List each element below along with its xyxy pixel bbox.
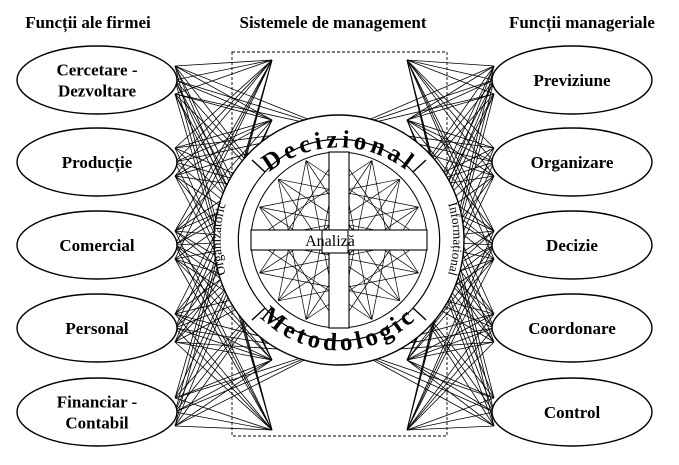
- firm-function-label: Personal: [65, 319, 129, 338]
- connection-line: [174, 59, 273, 95]
- firm-function-ellipse: [16, 210, 178, 280]
- subsystem-organizational-label: Organizatoric: [209, 200, 229, 277]
- connection-line: [174, 59, 273, 246]
- connection-line: [357, 351, 495, 427]
- managerial-function-node: Control: [491, 377, 653, 447]
- connection-line: [406, 59, 495, 246]
- managerial-functions-column: PreviziuneOrganizareDecizieCoordonareCon…: [491, 45, 653, 447]
- connection-line: [406, 359, 495, 427]
- firm-function-ellipse: [16, 377, 178, 447]
- managerial-function-node: Coordonare: [491, 293, 653, 363]
- managerial-function-label: Decizie: [546, 236, 598, 255]
- connection-line: [406, 79, 495, 121]
- firm-function-node: Cercetare - Dezvoltare: [16, 45, 178, 115]
- firm-function-node: Financiar - Contabil: [16, 377, 178, 447]
- managerial-function-ellipse: [491, 377, 653, 447]
- connection-line: [406, 59, 495, 149]
- managerial-function-ellipse: [491, 210, 653, 280]
- ring-divider: [251, 307, 266, 321]
- connection-line: [174, 119, 273, 163]
- connection-line: [174, 119, 273, 149]
- subsystems-wheel: Analiză Decizional Metodologic Organizat…: [209, 114, 465, 366]
- connection-line: [174, 59, 273, 260]
- connection-line: [406, 258, 495, 361]
- center-box: [321, 229, 349, 254]
- managerial-function-label: Previziune: [533, 71, 611, 90]
- connection-line: [174, 79, 273, 121]
- connection-line: [406, 119, 495, 149]
- ring-divider: [412, 159, 427, 173]
- connection-line: [406, 59, 495, 232]
- managerial-function-ellipse: [491, 45, 653, 115]
- firm-function-label: Dezvoltare: [58, 82, 136, 101]
- connection-line: [406, 59, 495, 260]
- connection-line: [174, 59, 273, 149]
- connection-line: [406, 59, 495, 177]
- managerial-function-ellipse: [491, 293, 653, 363]
- firm-functions-column: Cercetare - DezvoltareProducțieComercialP…: [16, 45, 178, 447]
- connection-line: [406, 119, 495, 177]
- subsystem-informational-label: Informațional: [445, 200, 465, 278]
- managerial-function-label: Control: [544, 403, 601, 422]
- connection-line: [174, 258, 273, 361]
- ring-divider: [412, 307, 427, 321]
- firm-function-label: Contabil: [65, 414, 129, 433]
- firm-function-ellipse: [16, 293, 178, 363]
- connection-line: [174, 351, 321, 399]
- connection-line: [406, 59, 495, 67]
- inner-mesh-line: [338, 153, 419, 274]
- firm-function-label: Financiar -: [57, 393, 138, 412]
- connection-line: [174, 351, 321, 427]
- connection-line: [406, 119, 495, 232]
- connection-line: [406, 59, 495, 81]
- ring-divider: [251, 159, 266, 173]
- connection-line: [174, 59, 273, 81]
- managerial-function-node: Organizare: [491, 127, 653, 197]
- managerial-function-label: Organizare: [531, 153, 614, 172]
- connection-line: [174, 59, 273, 163]
- connection-line: [406, 119, 495, 163]
- firm-function-node: Personal: [16, 293, 178, 363]
- connection-line: [174, 59, 273, 177]
- header-managerial-functions: Funcții manageriale: [509, 13, 655, 33]
- managerial-function-ellipse: [491, 127, 653, 197]
- header-firm-functions: Funcții ale firmei: [25, 13, 151, 33]
- firm-function-ellipse: [16, 127, 178, 197]
- header-management-systems: Sistemele de management: [240, 13, 427, 32]
- connection-line: [174, 59, 273, 232]
- connection-line: [174, 59, 273, 67]
- center-analysis-label: Analiză: [305, 233, 355, 250]
- firm-function-label: Cercetare -: [56, 61, 137, 80]
- managerial-function-label: Coordonare: [528, 319, 616, 338]
- connection-line: [406, 425, 495, 431]
- connection-line: [174, 119, 273, 232]
- managerial-function-node: Decizie: [491, 210, 653, 280]
- connection-line: [174, 359, 273, 427]
- connection-line: [349, 65, 495, 129]
- firm-function-label: Comercial: [59, 236, 134, 255]
- firm-function-node: Producție: [16, 127, 178, 197]
- connection-line: [406, 59, 495, 95]
- connection-line: [406, 59, 495, 163]
- inner-mesh-line: [338, 206, 419, 327]
- firm-function-node: Comercial: [16, 210, 178, 280]
- connection-line: [357, 351, 495, 413]
- firm-function-ellipse: [16, 45, 178, 115]
- connection-line: [174, 119, 273, 177]
- connection-line: [174, 351, 321, 413]
- connection-line: [174, 65, 273, 121]
- managerial-function-node: Previziune: [491, 45, 653, 115]
- connection-line: [174, 425, 273, 431]
- firm-function-label: Producție: [62, 153, 133, 173]
